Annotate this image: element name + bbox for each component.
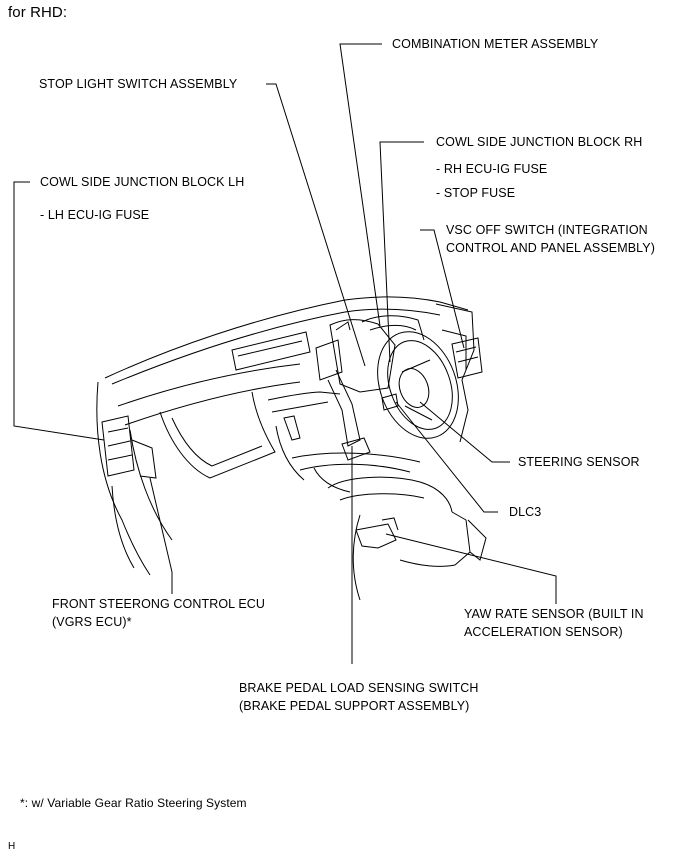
leader-vsc-off	[420, 229, 465, 349]
label-front-steering-ecu: FRONT STEERONG CONTROL ECU (VGRS ECU)*	[52, 597, 266, 629]
label-vsc-off-switch: VSC OFF SWITCH (INTEGRATION CONTROL AND …	[446, 223, 656, 255]
leader-front-steering-ecu	[149, 477, 173, 594]
leader-steering-sensor	[419, 401, 510, 463]
label-rh-ecu-ig-fuse: - RH ECU-IG FUSE	[436, 162, 548, 176]
label-lh-ecu-ig-fuse: - LH ECU-IG FUSE	[40, 208, 150, 222]
leader-cowl-rh	[379, 141, 424, 363]
label-steering-sensor: STEERING SENSOR	[518, 455, 640, 469]
dashboard-outline	[96, 296, 487, 601]
leader-cowl-lh	[13, 181, 105, 441]
footnote: *: w/ Variable Gear Ratio Steering Syste…	[20, 796, 247, 810]
label-yaw-rate-sensor: YAW RATE SENSOR (BUILT IN ACCELERATION S…	[464, 607, 644, 639]
label-stop-light-switch: STOP LIGHT SWITCH ASSEMBLY	[39, 77, 238, 91]
label-stop-fuse: - STOP FUSE	[436, 186, 516, 200]
label-cowl-lh: COWL SIDE JUNCTION BLOCK LH	[40, 175, 245, 189]
leader-stop-light-switch	[266, 83, 366, 367]
leader-combination-meter	[339, 43, 382, 327]
label-cowl-rh: COWL SIDE JUNCTION BLOCK RH	[436, 135, 643, 149]
label-dlc3: DLC3	[509, 505, 542, 519]
label-combination-meter: COMBINATION METER ASSEMBLY	[392, 37, 599, 51]
page-title: for RHD:	[8, 4, 68, 21]
corner-mark: H	[8, 841, 16, 852]
leader-yaw-rate	[385, 533, 557, 604]
leader-dlc3	[395, 401, 498, 513]
leader-lines	[13, 43, 557, 664]
label-brake-pedal-switch: BRAKE PEDAL LOAD SENSING SWITCH (BRAKE P…	[239, 681, 479, 713]
